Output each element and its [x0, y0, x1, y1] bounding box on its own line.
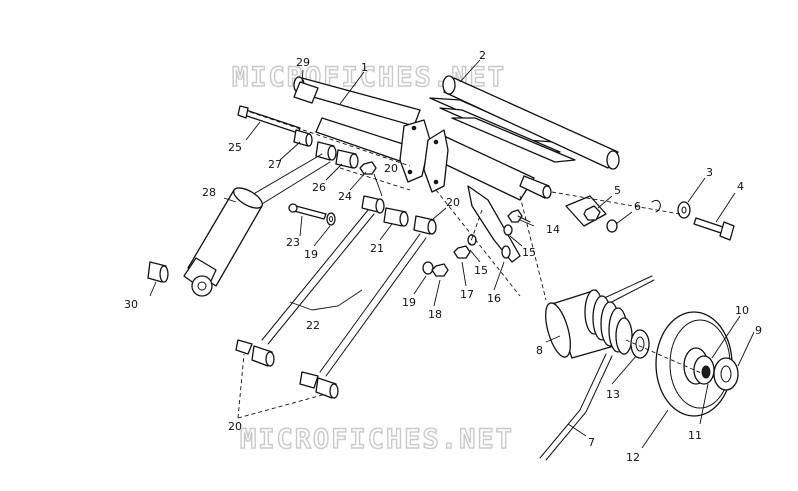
callout-28: 28: [202, 186, 216, 199]
callout-16: 16: [487, 292, 501, 305]
callout-29: 29: [296, 56, 310, 69]
callout-3: 3: [706, 166, 713, 179]
callout-19-lower: 19: [402, 296, 416, 309]
callout-24: 24: [338, 190, 352, 203]
callout-8: 8: [536, 344, 543, 357]
callout-6: 6: [634, 200, 641, 213]
callout-7: 7: [588, 436, 595, 449]
callout-23: 23: [286, 236, 300, 249]
callout-12: 12: [626, 451, 640, 464]
callout-18: 18: [428, 308, 442, 321]
callout-14: 14: [546, 223, 560, 236]
alignment-lines: [249, 111, 709, 377]
watermark-bottom: MICROFICHES.NET: [240, 424, 514, 455]
callout-10: 10: [735, 304, 749, 317]
callout-25: 25: [228, 141, 242, 154]
callout-20-upper: 20: [384, 162, 398, 175]
callout-22: 22: [306, 319, 320, 332]
callout-2: 2: [479, 49, 486, 62]
callout-15-left: 15: [474, 264, 488, 277]
callout-13: 13: [606, 388, 620, 401]
callout-labels: 1 2 3 4 5 6 7 8 9 10 11 12 13 14 15 15 1…: [124, 49, 762, 464]
side-plate-left: [399, 119, 431, 183]
callout-19-upper: 19: [304, 248, 318, 261]
side-plate-right: [423, 129, 449, 193]
left-hardware: [237, 105, 449, 277]
callout-5: 5: [614, 184, 621, 197]
callout-9: 9: [755, 324, 762, 337]
callout-30: 30: [124, 298, 138, 311]
callout-26: 26: [312, 181, 326, 194]
shock-absorber: [147, 153, 331, 297]
callout-15-right: 15: [522, 246, 536, 259]
callout-20-middle: 20: [446, 196, 460, 209]
callout-1: 1: [361, 61, 368, 74]
callout-17: 17: [460, 288, 474, 301]
callout-20-bottom: 20: [228, 420, 242, 433]
spring-wheel-assembly: [539, 275, 739, 461]
callout-4: 4: [737, 180, 744, 193]
callout-27: 27: [268, 158, 282, 171]
leader-lines: [149, 59, 755, 449]
bracket-16: [467, 185, 521, 263]
push-rods: [235, 209, 427, 399]
callout-11: 11: [688, 429, 702, 442]
swing-arm-frame: [293, 75, 620, 263]
callout-21: 21: [370, 242, 384, 255]
